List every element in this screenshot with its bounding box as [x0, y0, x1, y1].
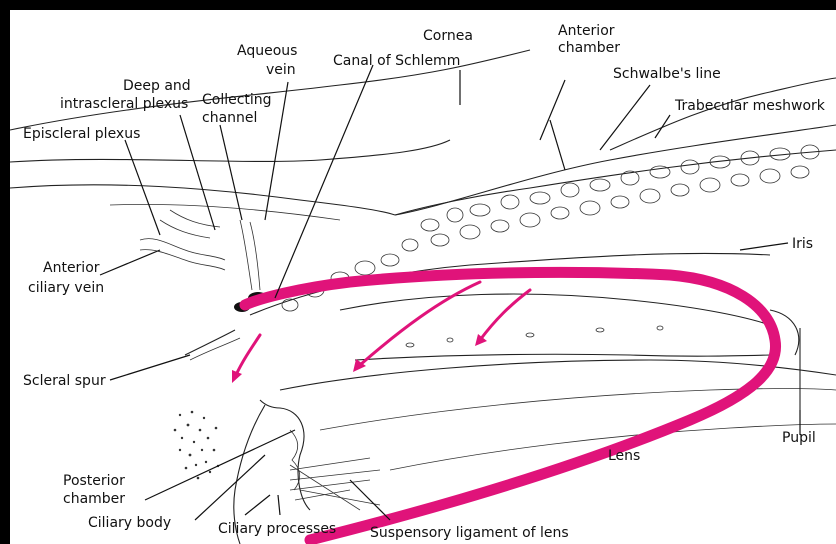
label-trabecular-meshwork: Trabecular meshwork [674, 98, 826, 114]
branch-arrow-3 [236, 335, 260, 375]
label-anterior-ciliary-vein-2: ciliary vein [28, 280, 104, 296]
label-iris: Iris [792, 236, 813, 252]
label-schwalbes-line: Schwalbe's line [613, 66, 721, 82]
label-lens: Lens [608, 448, 640, 464]
label-aqueous-vein-1: Aqueous [237, 43, 297, 59]
label-anterior-chamber-1: Anterior [558, 23, 615, 39]
branch-arrow-1 [360, 282, 480, 365]
main-flow-arrow [245, 272, 776, 540]
venous-plexus [140, 210, 260, 290]
label-canal-of-schlemm: Canal of Schlemm [333, 53, 460, 69]
label-collecting-channel-2: channel [202, 110, 257, 126]
label-deep-plexus-1: Deep and [123, 78, 191, 94]
label-posterior-chamber-1: Posterior [63, 473, 125, 489]
label-anterior-chamber-2: chamber [558, 40, 620, 56]
zonule-fibers [290, 458, 380, 510]
branch-arrow-2 [480, 290, 530, 340]
label-suspensory-ligament: Suspensory ligament of lens [370, 525, 569, 541]
label-posterior-chamber-2: chamber [63, 491, 125, 507]
label-collecting-channel-1: Collecting [202, 92, 272, 108]
anatomy-sketch [10, 50, 836, 544]
label-episcleral-plexus: Episcleral plexus [23, 126, 140, 142]
label-ciliary-body: Ciliary body [88, 515, 171, 531]
label-pupil: Pupil [782, 430, 816, 446]
label-aqueous-vein-2: vein [266, 62, 296, 78]
diagram-canvas: Cornea Anterior chamber Schwalbe's line … [10, 10, 836, 544]
eye-anatomy-diagram: Cornea Anterior chamber Schwalbe's line … [10, 10, 836, 544]
label-ciliary-processes: Ciliary processes [218, 521, 336, 537]
label-deep-plexus-2: intrascleral plexus [60, 96, 188, 112]
label-cornea: Cornea [423, 28, 473, 44]
aqueous-flow-arrows [232, 272, 776, 540]
label-scleral-spur: Scleral spur [23, 373, 106, 389]
label-anterior-ciliary-vein-1: Anterior [43, 260, 100, 276]
leader-lines [100, 65, 800, 520]
